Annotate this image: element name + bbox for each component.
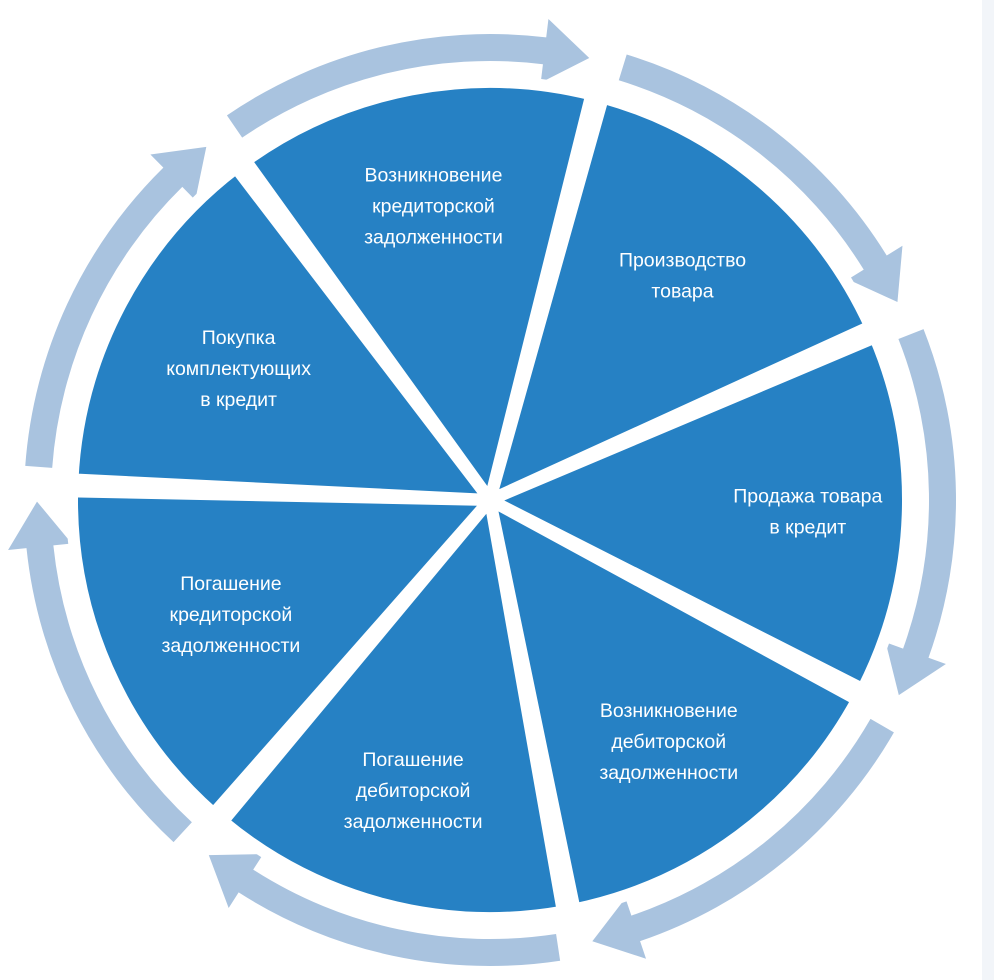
stage-label-line: Продажа товара xyxy=(733,486,882,508)
stage-label-line: Погашение xyxy=(362,749,463,771)
stage-label-line: Возникновение xyxy=(600,700,738,722)
stage-label-line: задолженности xyxy=(599,762,738,784)
stage-label-payable-arises: Возникновение кредиторской задолженности xyxy=(364,164,503,248)
cycle-arrow-payable-arises xyxy=(226,19,590,138)
stage-label-line: Возникновение xyxy=(365,164,503,186)
stage-label-payable-repaid: Погашение кредиторской задолженности xyxy=(161,573,300,657)
stage-label-line: Производство xyxy=(619,250,746,272)
stage-label-line: задолженности xyxy=(161,635,300,657)
stage-label-sale: Продажа товара в кредит xyxy=(733,486,882,539)
stage-label-line: кредиторской xyxy=(372,195,495,217)
stage-label-line: товара xyxy=(651,281,713,303)
cycle-arrows xyxy=(8,19,956,966)
stage-label-receivable-repaid: Погашение дебиторской задолженности xyxy=(344,749,483,833)
cycle-arrow-production xyxy=(618,54,903,303)
stage-label-purchase: Покупка комплектующих в кредит xyxy=(166,327,311,411)
cycle-arrow-sale xyxy=(885,329,956,696)
stage-label-line: комплектующих xyxy=(166,358,311,380)
cycle-arrow-receivable-repaid xyxy=(208,854,561,966)
cycle-sector-receivable-arises xyxy=(481,488,866,917)
cycle-arrow-receivable-arises xyxy=(592,718,894,959)
stage-label-line: Покупка xyxy=(202,327,276,349)
stage-label-line: дебиторской xyxy=(356,780,471,802)
edge-strip xyxy=(982,0,994,980)
cycle-sectors xyxy=(66,76,914,924)
cycle-sector-production xyxy=(480,90,879,511)
cycle-sector-receivable-repaid xyxy=(214,486,570,924)
cycle-sector-purchase xyxy=(66,159,503,507)
cycle-sector-payable-arises xyxy=(237,76,599,514)
cycle-arrow-purchase xyxy=(25,146,207,468)
stage-label-line: задолженности xyxy=(364,226,503,248)
stage-label-line: в кредит xyxy=(769,517,846,539)
cycle-sector-sale xyxy=(475,329,914,698)
cycle-sector-payable-repaid xyxy=(66,485,504,823)
stage-label-line: кредиторской xyxy=(170,604,293,626)
stage-label-line: дебиторской xyxy=(611,731,726,753)
stage-label-line: задолженности xyxy=(344,811,483,833)
stage-label-line: Погашение xyxy=(180,573,281,595)
stage-label-line: в кредит xyxy=(200,389,277,411)
cycle-arrow-payable-repaid xyxy=(8,501,192,843)
stage-label-receivable-arises: Возникновение дебиторской задолженности xyxy=(599,700,738,784)
stage-label-production: Производство товара xyxy=(619,250,746,303)
